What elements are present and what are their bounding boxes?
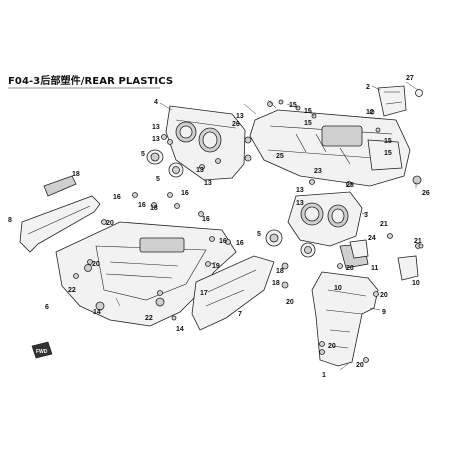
callout-26b: 26 (422, 190, 430, 197)
callout-14b: 14 (176, 326, 184, 333)
callout-13b: 13 (152, 136, 160, 143)
callout-21a: 21 (380, 221, 388, 228)
callout-13a: 13 (152, 124, 160, 131)
callout-2: 2 (366, 84, 370, 91)
callout-25b: 25 (346, 182, 354, 189)
callout-labels: 1 2 3 4 5 5 5 6 7 8 9 10 10 11 12 13 13 … (8, 75, 430, 379)
callout-20a: 20 (106, 220, 114, 227)
callout-12: 12 (366, 109, 374, 116)
callout-15e: 15 (384, 150, 392, 157)
callout-15c: 15 (304, 120, 312, 127)
callout-1: 1 (322, 372, 326, 379)
callout-21b: 21 (414, 238, 422, 245)
callout-13g: 13 (296, 200, 304, 207)
diagram-title: F04-3后部塑件/REAR PLASTICS (8, 75, 174, 87)
callout-18a: 18 (72, 171, 80, 178)
callout-20c: 20 (286, 299, 294, 306)
callout-20b: 20 (92, 261, 100, 268)
fasteners (73, 99, 424, 363)
callout-5b: 5 (156, 176, 160, 183)
callout-4: 4 (154, 99, 158, 106)
upper-rear-panel (249, 109, 411, 187)
diagram-title-box: F04-3后部塑件/REAR PLASTICS (8, 72, 174, 87)
callout-18b: 18 (150, 205, 158, 212)
callout-11: 11 (371, 265, 379, 272)
callout-14a: 14 (93, 309, 101, 316)
callout-16b: 16 (138, 202, 146, 209)
callout-20f: 20 (328, 343, 336, 350)
callout-24: 24 (368, 235, 376, 242)
callout-16d: 16 (202, 216, 210, 223)
callout-20e: 20 (380, 292, 388, 299)
leader-lines (115, 81, 419, 371)
callout-22b: 22 (145, 315, 153, 322)
callout-27: 27 (406, 75, 414, 82)
callout-25a: 25 (276, 153, 284, 160)
callout-19: 19 (212, 263, 220, 270)
lamp-lens-right (265, 229, 316, 258)
callout-15a: 15 (289, 102, 297, 109)
callout-10b: 10 (412, 280, 420, 287)
callout-5c: 5 (257, 231, 261, 238)
callout-3: 3 (364, 212, 368, 219)
callout-20d: 20 (346, 265, 354, 272)
callout-10a: 10 (334, 285, 342, 292)
callout-16a: 16 (113, 194, 121, 201)
callout-13c: 13 (196, 167, 204, 174)
callout-22a: 22 (68, 287, 76, 294)
callout-16f: 16 (236, 240, 244, 247)
callout-16c: 16 (181, 190, 189, 197)
bracket-small-right (349, 239, 419, 281)
rear-frame-support (311, 243, 379, 367)
fwd-badge: FWD (31, 341, 53, 359)
callout-17: 17 (200, 290, 208, 297)
callout-6: 6 (45, 304, 49, 311)
callout-5a: 5 (141, 151, 145, 158)
callout-20g: 20 (356, 362, 364, 369)
callout-15b: 15 (304, 108, 312, 115)
callout-18d: 18 (272, 280, 280, 287)
side-trim-strip (19, 175, 101, 253)
callout-23: 23 (314, 168, 322, 175)
side-panel (191, 255, 275, 331)
callout-15d: 15 (384, 138, 392, 145)
callout-16e: 16 (219, 238, 227, 245)
fwd-badge-label: FWD (36, 349, 48, 355)
bracket-top-right (377, 85, 423, 117)
rear-light-housing-left (165, 105, 246, 181)
rear-fender-main (55, 221, 237, 327)
callout-13d: 13 (204, 180, 212, 187)
rear-light-housing-right (287, 191, 363, 247)
callout-13f: 13 (296, 187, 304, 194)
callout-7: 7 (238, 311, 242, 318)
callout-18c: 18 (276, 268, 284, 275)
callout-8: 8 (8, 217, 12, 224)
lamp-lens-left (146, 149, 184, 178)
callout-9: 9 (382, 309, 386, 316)
callout-13e: 13 (236, 113, 244, 120)
callout-26a: 26 (232, 121, 240, 128)
